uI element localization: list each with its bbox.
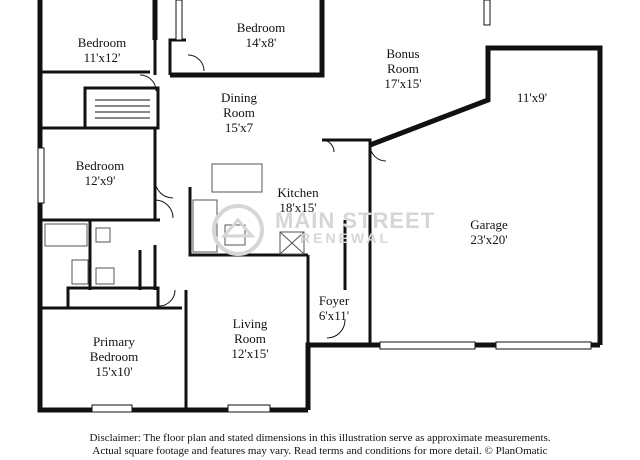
room-dimensions: 14'x8': [245, 35, 277, 50]
room-name: Garage: [470, 217, 508, 232]
room-name: Bedroom: [236, 20, 286, 35]
stairs: [95, 99, 150, 119]
kitchen-island: [211, 163, 263, 193]
room-label-primary: Primary Bedroom 15'x10': [90, 334, 138, 379]
room-dimensions: 6'x11': [318, 308, 350, 323]
bathtub: [44, 223, 88, 247]
fixtures: [44, 163, 305, 285]
room-name: Foyer: [318, 293, 350, 308]
room-name-2: Bedroom: [89, 349, 139, 364]
room-label-bedroom-top: Bedroom 14'x8': [237, 20, 285, 50]
disclaimer-line-1: Disclaimer: The floor plan and stated di…: [89, 432, 551, 444]
room-dimensions: 17'x15': [384, 76, 422, 91]
stove: [279, 231, 305, 255]
door-swings: [139, 54, 387, 339]
room-label-bonus: Bonus Room 17'x15': [384, 46, 421, 91]
room-dimensions: 23'x20': [470, 232, 508, 247]
room-dimensions: 15'x7: [224, 120, 254, 135]
room-label-dining: Dining Room 15'x7: [221, 90, 257, 135]
interior-walls: [40, 38, 372, 410]
room-label-garage: Garage 23'x20': [470, 217, 508, 247]
room-name-2: Room: [387, 61, 419, 76]
room-name: Living: [232, 316, 268, 331]
toilet: [95, 267, 115, 285]
room-dimensions: 12'x15': [231, 346, 269, 361]
disclaimer-line-2: Actual square footage and features may v…: [92, 445, 548, 457]
room-name-2: Room: [223, 105, 255, 120]
room-label-bedroom-nw: Bedroom 11'x12': [78, 35, 126, 65]
room-name: Bonus: [386, 46, 420, 61]
room-name-2: Room: [234, 331, 266, 346]
room-dimensions: 18'x15': [279, 200, 317, 215]
room-name: Bedroom: [77, 35, 127, 50]
vanity: [71, 259, 89, 285]
kitchen-counter: [192, 199, 218, 253]
room-label-living: Living Room 12'x15': [231, 316, 268, 361]
room-name: Bedroom: [75, 158, 125, 173]
room-label-foyer: Foyer 6'x11': [319, 293, 349, 323]
room-dimensions: 11'x12': [83, 50, 121, 65]
watermark-subtext: RENEWAL: [300, 230, 391, 246]
room-dimensions: 12'x9': [84, 173, 116, 188]
room-name: Dining: [220, 90, 258, 105]
sink-primary: [95, 227, 111, 243]
windows: [37, 0, 592, 413]
watermark-logo: [210, 200, 450, 260]
disclaimer: Disclaimer: The floor plan and stated di…: [0, 432, 640, 458]
room-name: Kitchen: [277, 185, 319, 200]
room-name: Primary: [93, 334, 135, 349]
room-label-bedroom-mid: Bedroom 12'x9': [76, 158, 124, 188]
watermark-text: MAIN STREET: [275, 208, 436, 233]
room-label-kitchen: Kitchen 18'x15': [277, 185, 318, 215]
room-label-garage-top: 11'x9': [517, 90, 547, 105]
room-dimensions: 15'x10': [95, 364, 133, 379]
room-dimensions: 11'x9': [516, 90, 548, 105]
